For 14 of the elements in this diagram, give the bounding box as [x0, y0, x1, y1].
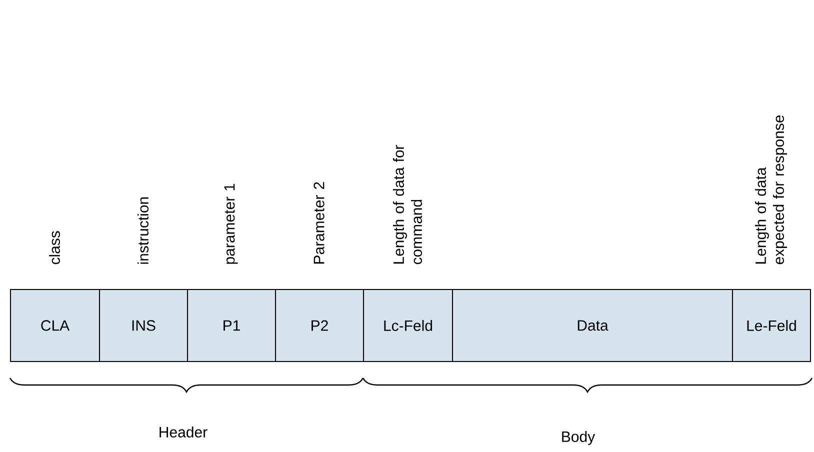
vertical-label: Parameter 2 — [314, 182, 324, 264]
vertical-label: Length of data for command — [393, 145, 422, 264]
vertical-label: parameter 1 — [224, 184, 238, 264]
field-cell: P2 — [275, 288, 364, 362]
field-cell: P1 — [187, 288, 276, 362]
field-cell: Le-Feld — [732, 288, 811, 362]
field-cell: CLA — [10, 288, 100, 362]
group-label: Header — [160, 426, 208, 438]
field-cell: INS — [99, 288, 188, 362]
field-cell: Lc-Feld — [363, 288, 453, 362]
group-label: Body — [562, 431, 596, 445]
vertical-label: class — [49, 231, 60, 264]
vertical-label: Length of data expected for response — [755, 115, 787, 264]
vertical-label: instruction — [138, 197, 148, 264]
